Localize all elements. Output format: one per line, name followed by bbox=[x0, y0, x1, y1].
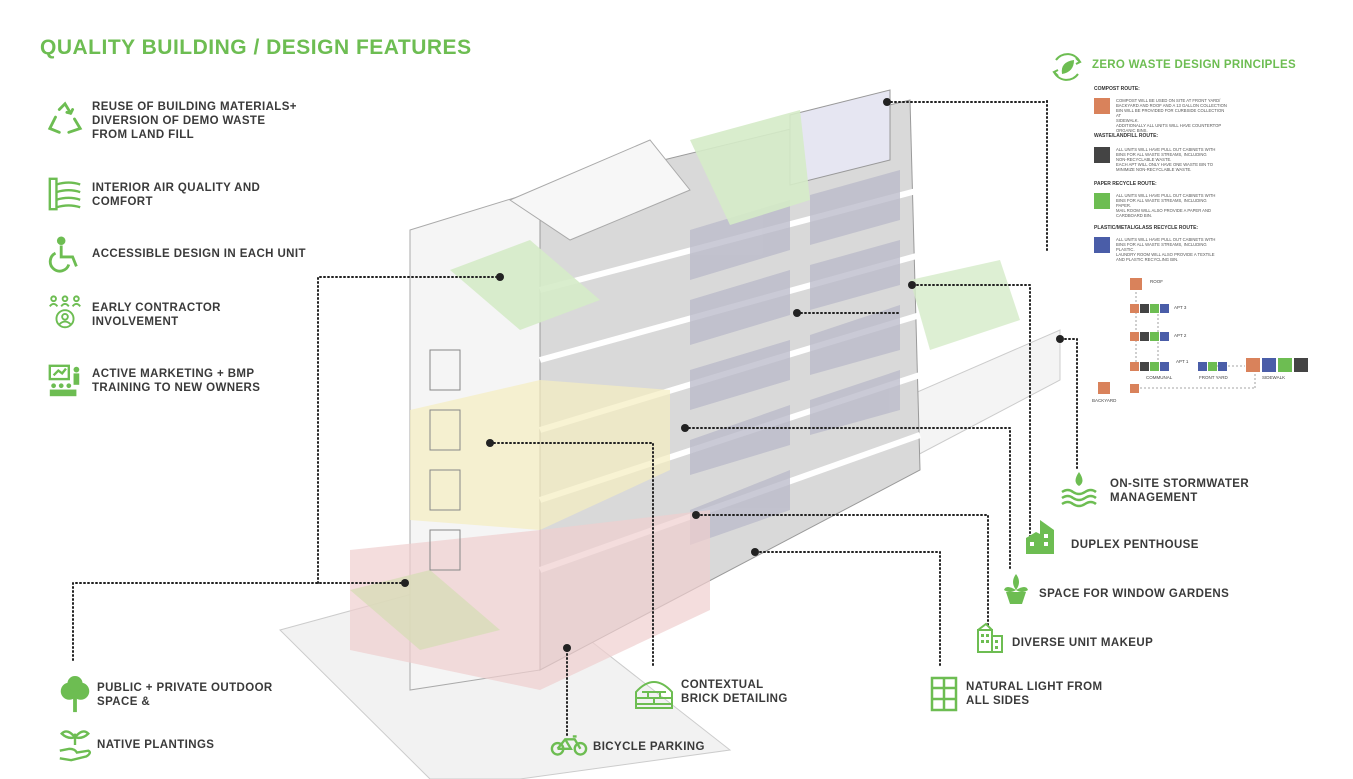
feature-reuse-label: REUSE OF BUILDING MATERIALS+ DIVERSION O… bbox=[92, 101, 297, 141]
feature-accessible-label: ACCESSIBLE DESIGN IN EACH UNIT bbox=[92, 248, 306, 260]
water-drop-icon bbox=[1060, 470, 1098, 508]
zero-waste-title: ZERO WASTE DESIGN PRINCIPLES bbox=[1092, 59, 1296, 71]
flow-sidewalk-label: SIDEWALK bbox=[1262, 375, 1286, 380]
paper-swatch bbox=[1094, 193, 1110, 209]
native-plantings-label: NATIVE PLANTINGS bbox=[97, 739, 215, 751]
waste-flow-diagram bbox=[1098, 278, 1308, 394]
tree-icon bbox=[56, 676, 94, 714]
brick-detailing-label: CONTEXTUAL BRICK DETAILING bbox=[681, 679, 788, 705]
feature-contractor-label: EARLY CONTRACTOR INVOLVEMENT bbox=[92, 302, 221, 328]
flow-apt3-label: APT 3 bbox=[1174, 305, 1187, 310]
landfill-swatch bbox=[1094, 147, 1110, 163]
bicycle-parking-label: BICYCLE PARKING bbox=[593, 741, 705, 753]
duplex-penthouse-label: DUPLEX PENTHOUSE bbox=[1071, 539, 1199, 551]
house-icon bbox=[1024, 518, 1060, 556]
compost-route-label: COMPOST ROUTE: bbox=[1094, 86, 1140, 92]
presentation-icon bbox=[46, 362, 84, 400]
flow-apt1-label: APT 1 bbox=[1176, 359, 1189, 364]
compost-route-text: COMPOST WILL BE USED ON SITE AT FRONT YA… bbox=[1116, 98, 1227, 133]
paper-route-label: PAPER RECYCLE ROUTE: bbox=[1094, 181, 1157, 187]
brick-icon bbox=[634, 676, 674, 710]
plastic-route-label: PLASTIC/METAL/GLASS RECYCLE ROUTE: bbox=[1094, 225, 1199, 231]
stormwater-label: ON-SITE STORMWATER MANAGEMENT bbox=[1110, 478, 1250, 504]
landfill-route-label: WASTE/LANDFILL ROUTE: bbox=[1094, 133, 1159, 139]
outdoor-space-label: PUBLIC + PRIVATE OUTDOOR SPACE & bbox=[97, 682, 273, 708]
page-title: QUALITY BUILDING / DESIGN FEATURES bbox=[40, 36, 472, 59]
plastic-route-text: ALL UNITS WILL HAVE PULL OUT CABINETS WI… bbox=[1116, 237, 1216, 262]
flow-apt2-label: APT 2 bbox=[1174, 333, 1187, 338]
natural-light-label: NATURAL LIGHT FROM ALL SIDES bbox=[966, 681, 1103, 707]
compost-swatch bbox=[1094, 98, 1110, 114]
building-axonometric bbox=[279, 89, 1061, 779]
plant-hand-icon bbox=[56, 726, 94, 764]
diverse-unit-label: DIVERSE UNIT MAKEUP bbox=[1012, 637, 1154, 649]
feature-marketing-label: ACTIVE MARKETING + BMP TRAINING TO NEW O… bbox=[92, 368, 261, 394]
recycle-icon bbox=[46, 100, 84, 138]
landfill-route-text: ALL UNITS WILL HAVE PULL OUT CABINETS WI… bbox=[1116, 147, 1216, 172]
window-icon bbox=[930, 676, 958, 712]
flow-front-yard-label: FRONT YARD bbox=[1199, 375, 1228, 380]
flow-communal-label: COMMUNAL bbox=[1146, 375, 1173, 380]
window-gardens-label: SPACE FOR WINDOW GARDENS bbox=[1039, 588, 1230, 600]
feature-air-quality-label: INTERIOR AIR QUALITY AND COMFORT bbox=[92, 182, 261, 208]
air-quality-icon bbox=[46, 175, 84, 213]
contractor-group-icon bbox=[46, 294, 84, 332]
accessibility-icon bbox=[46, 236, 84, 274]
flow-roof-label: ROOF bbox=[1150, 279, 1163, 284]
plastic-swatch bbox=[1094, 237, 1110, 253]
window-garden-icon bbox=[1000, 570, 1032, 606]
flow-backyard-label: BACKYARD bbox=[1092, 398, 1117, 403]
paper-route-text: ALL UNITS WILL HAVE PULL OUT CABINETS WI… bbox=[1116, 193, 1216, 218]
zero-waste-leaf-icon bbox=[1050, 50, 1084, 84]
apartment-building-icon bbox=[976, 622, 1004, 654]
bicycle-icon bbox=[550, 733, 588, 757]
